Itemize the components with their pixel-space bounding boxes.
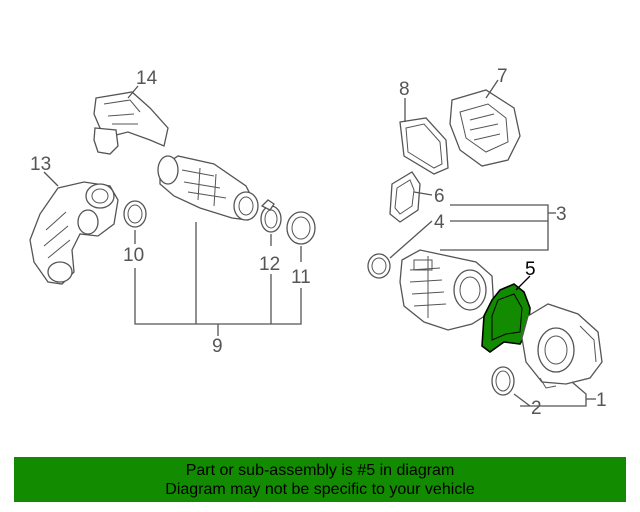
callout-8: 8 <box>399 79 410 100</box>
bracket-3 <box>440 204 556 251</box>
leader-14 <box>127 85 139 99</box>
info-banner: Part or sub-assembly is #5 in diagram Di… <box>14 457 626 502</box>
part-12-clamp[interactable] <box>260 199 282 233</box>
part-10-clamp-ring[interactable] <box>123 200 147 228</box>
leader-5 <box>515 275 531 291</box>
part-8-gasket[interactable] <box>399 117 449 175</box>
leader-4 <box>389 220 433 259</box>
callout-10: 10 <box>123 245 144 266</box>
part-14-intake-duct[interactable] <box>93 91 169 155</box>
part-3-throttle-body[interactable] <box>399 249 495 331</box>
callout-14: 14 <box>136 68 158 89</box>
banner-line-2: Diagram may not be specific to your vehi… <box>165 480 475 498</box>
part-2-clamp-band[interactable] <box>491 366 515 396</box>
callout-2: 2 <box>531 398 542 419</box>
bracket-9 <box>134 222 302 336</box>
callout-4: 4 <box>434 212 445 233</box>
part-11-seal-ring[interactable] <box>286 211 316 245</box>
callout-6: 6 <box>434 186 445 207</box>
part-1-throttle-housing[interactable] <box>521 303 603 389</box>
leader-6 <box>413 191 433 196</box>
callout-12: 12 <box>259 254 280 275</box>
callout-5: 5 <box>525 259 536 280</box>
callout-13: 13 <box>30 154 51 175</box>
leader-2 <box>513 393 531 407</box>
callout-1: 1 <box>596 390 607 411</box>
callout-11: 11 <box>291 267 311 288</box>
part-5-gasket-highlighted[interactable] <box>481 283 531 353</box>
part-9-air-hose[interactable] <box>157 155 259 221</box>
callout-3: 3 <box>556 204 567 225</box>
banner-line-1: Part or sub-assembly is #5 in diagram <box>185 461 455 479</box>
leader-13 <box>43 171 59 187</box>
leader-7 <box>485 79 499 99</box>
part-4-o-ring[interactable] <box>367 253 391 279</box>
callout-9: 9 <box>212 336 223 357</box>
part-7-intake-chamber[interactable] <box>449 89 521 167</box>
bracket-1 <box>520 381 596 407</box>
part-6-gasket[interactable] <box>389 171 421 223</box>
callout-7: 7 <box>497 66 508 87</box>
part-13-resonator-duct[interactable] <box>29 181 119 285</box>
